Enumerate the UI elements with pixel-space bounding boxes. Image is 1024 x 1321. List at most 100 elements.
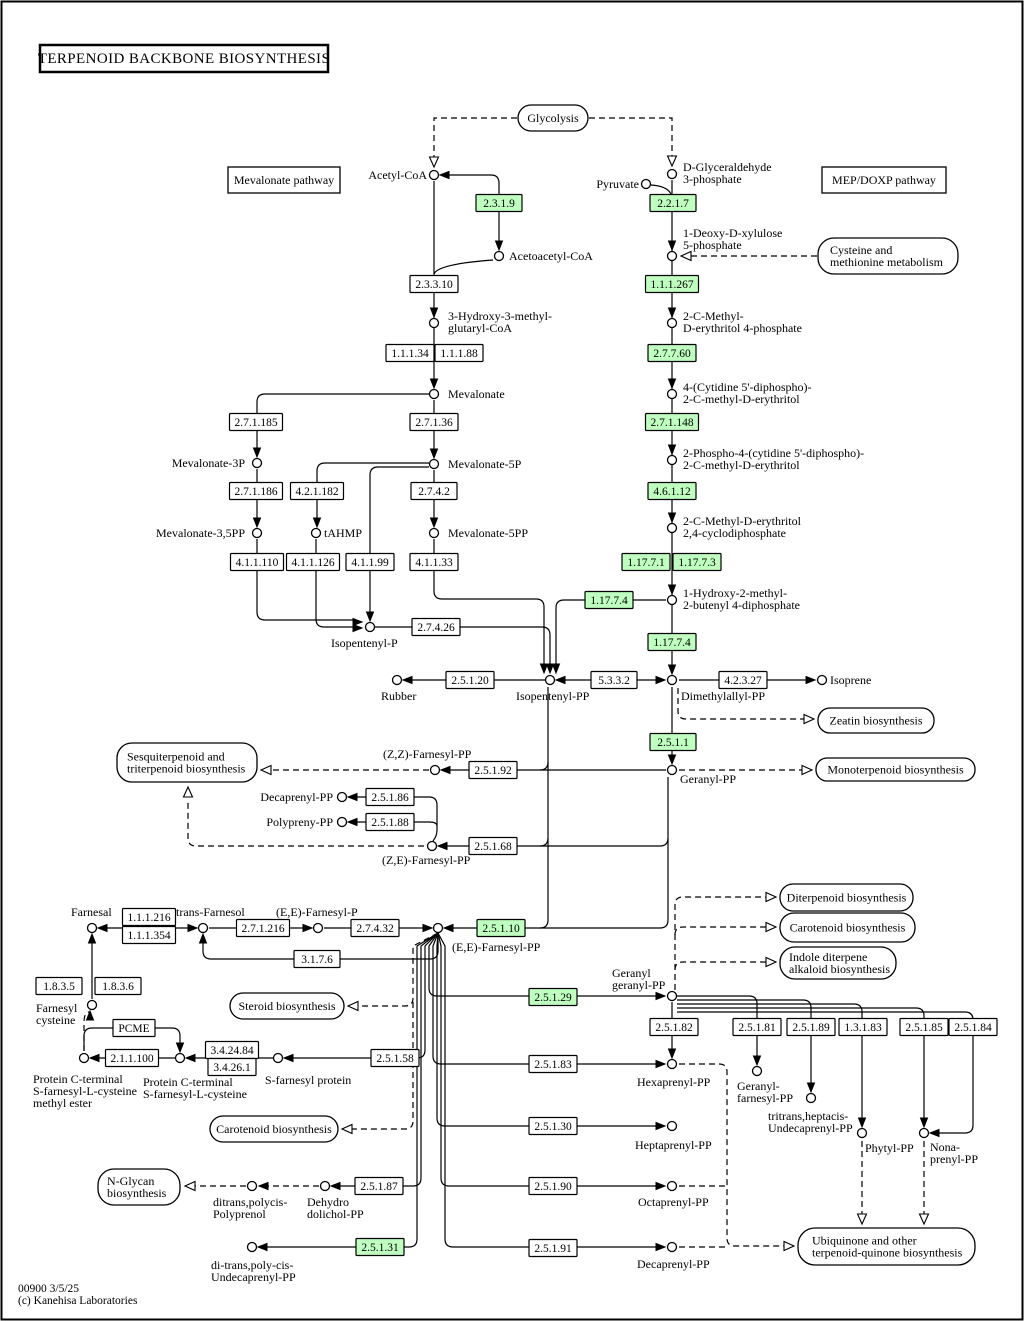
- enzyme-rect-2.7.1.216[interactable]: [235, 918, 291, 938]
- compound-hexaprenyl-pp[interactable]: [666, 1058, 678, 1070]
- enzyme-rect-2.3.3.10[interactable]: [409, 274, 459, 294]
- enzyme-box-2.5.1.91-54[interactable]: 2.5.1.91: [528, 1238, 578, 1258]
- enzyme-rect-2.7.1.148[interactable]: [644, 412, 700, 432]
- enzyme-box-2.5.1.1-26[interactable]: 2.5.1.1: [649, 732, 697, 752]
- compound-methyl-erythritol-4-phosphate[interactable]: [666, 317, 678, 329]
- compound-s-farnesyl-protein[interactable]: [272, 1052, 284, 1064]
- compound-acetoacetyl-coa[interactable]: [493, 250, 505, 262]
- enzyme-box-2.5.1.85-49[interactable]: 2.5.1.85: [899, 1017, 949, 1037]
- compound-deoxy-xylulose-5-phosphate[interactable]: [666, 250, 678, 262]
- compound-decaprenyl-pp[interactable]: [666, 1241, 678, 1253]
- enzyme-box-2.5.1.90-53[interactable]: 2.5.1.90: [528, 1176, 578, 1196]
- enzyme-rect-2.3.1.9[interactable]: [475, 193, 523, 213]
- enzyme-rect-3.4.26.1[interactable]: [207, 1057, 257, 1077]
- compound-di-trans-poly-cis-undecaprenyl-pp[interactable]: [246, 1241, 258, 1253]
- enzyme-box-4.1.1.33-19[interactable]: 4.1.1.33: [409, 552, 459, 572]
- pathway-link-rect-carotenoid-biosynthesis-mid[interactable]: [209, 1115, 339, 1143]
- compound-hmg-coa[interactable]: [428, 317, 440, 329]
- enzyme-box-2.5.1.58-44[interactable]: 2.5.1.58: [370, 1048, 420, 1068]
- enzyme-rect-2.5.1.85[interactable]: [899, 1017, 949, 1037]
- enzyme-rect-1.3.1.83[interactable]: [838, 1017, 888, 1037]
- enzyme-rect-1.1.1.216[interactable]: [121, 907, 177, 927]
- enzyme-rect-2.5.1.89[interactable]: [786, 1017, 836, 1037]
- enzyme-rect-1.1.1.354[interactable]: [121, 925, 177, 945]
- compound-d-glyceraldehyde-3-phosphate[interactable]: [666, 168, 678, 180]
- enzyme-box-2.7.1.148-9[interactable]: 2.7.1.148: [644, 412, 700, 432]
- enzyme-box-1.17.7.4-22[interactable]: 1.17.7.4: [647, 632, 697, 652]
- enzyme-rect-2.5.1.10[interactable]: [476, 918, 526, 938]
- enzyme-box-2.5.1.30-52[interactable]: 2.5.1.30: [528, 1116, 578, 1136]
- pathway-link-rect-diterpenoid-biosynthesis[interactable]: [779, 883, 914, 912]
- compound-heptaprenyl-pp[interactable]: [666, 1120, 678, 1132]
- enzyme-box-2.7.1.36-8[interactable]: 2.7.1.36: [409, 412, 459, 432]
- compound-mevalonate-5p[interactable]: [428, 458, 440, 470]
- enzyme-box-2.5.1.86-28[interactable]: 2.5.1.86: [365, 787, 415, 807]
- enzyme-rect-2.5.1.20[interactable]: [445, 670, 495, 690]
- enzyme-rect-4.2.1.182[interactable]: [289, 481, 345, 501]
- compound-geranyl-pp[interactable]: [666, 764, 678, 776]
- enzyme-box-2.5.1.81-46[interactable]: 2.5.1.81: [732, 1017, 782, 1037]
- pathway-link-rect-sesquiterpenoid-triterpenoid-biosynthesis[interactable]: [116, 742, 258, 783]
- enzyme-rect-2.5.1.1[interactable]: [649, 732, 697, 752]
- enzyme-box-2.5.1.87-55[interactable]: 2.5.1.87: [354, 1176, 404, 1196]
- enzyme-rect-2.5.1.83[interactable]: [528, 1054, 578, 1074]
- compound-protein-methyl-ester[interactable]: [78, 1052, 90, 1064]
- compound-ditrans-polycis-polyprenol[interactable]: [246, 1180, 258, 1192]
- enzyme-rect-3.1.7.6[interactable]: [293, 949, 341, 969]
- compound-hmbpp[interactable]: [666, 594, 678, 606]
- compound-protein-s-farnesyl-cysteine[interactable]: [174, 1052, 186, 1064]
- compound-polypreny-pp[interactable]: [336, 816, 348, 828]
- enzyme-rect-2.5.1.86[interactable]: [365, 787, 415, 807]
- enzyme-box-2.3.3.10-2[interactable]: 2.3.3.10: [409, 274, 459, 294]
- pathway-link-rect-zeatin-biosynthesis[interactable]: [817, 707, 935, 734]
- enzyme-box-2.1.1.100-41[interactable]: 2.1.1.100: [104, 1048, 160, 1068]
- enzyme-rect-1.1.1.34[interactable]: [385, 343, 435, 363]
- enzyme-rect-2.7.4.2[interactable]: [410, 481, 458, 501]
- enzyme-rect-2.7.1.186[interactable]: [228, 481, 284, 501]
- compound-rubber[interactable]: [391, 674, 403, 686]
- compound-dehydro-dolichol-pp[interactable]: [319, 1180, 331, 1192]
- pathway-link-monoterpenoid-biosynthesis[interactable]: Monoterpenoid biosynthesis: [815, 757, 976, 782]
- compound-pyruvate[interactable]: [640, 178, 652, 190]
- enzyme-box-4.1.1.99-18[interactable]: 4.1.1.99: [345, 552, 395, 572]
- compound-farnesal[interactable]: [86, 922, 98, 934]
- enzyme-box-2.7.4.26-21[interactable]: 2.7.4.26: [411, 617, 461, 637]
- enzyme-box-1.1.1.354-32[interactable]: 1.1.1.354: [121, 925, 177, 945]
- pathway-link-carotenoid-biosynthesis-right[interactable]: Carotenoid biosynthesis: [779, 912, 916, 943]
- enzyme-box-2.3.1.9-0[interactable]: 2.3.1.9: [475, 193, 523, 213]
- enzyme-box-2.7.7.60-6[interactable]: 2.7.7.60: [647, 343, 697, 363]
- enzyme-box-4.1.1.110-16[interactable]: 4.1.1.110: [229, 552, 285, 572]
- enzyme-box-2.5.1.82-45[interactable]: 2.5.1.82: [649, 1017, 699, 1037]
- compound-geranyl-farnesyl-pp[interactable]: [751, 1065, 763, 1077]
- enzyme-box-1.8.3.6-38[interactable]: 1.8.3.6: [94, 976, 142, 996]
- enzyme-box-1.8.3.5-37[interactable]: 1.8.3.5: [35, 976, 83, 996]
- enzyme-rect-4.2.3.27[interactable]: [718, 670, 768, 690]
- enzyme-rect-1.17.7.4[interactable]: [584, 590, 634, 610]
- enzyme-rect-2.7.4.32[interactable]: [350, 918, 400, 938]
- enzyme-rect-PCME[interactable]: [112, 1018, 156, 1038]
- compound-ee-farnesyl-p[interactable]: [312, 922, 324, 934]
- enzyme-rect-2.5.1.30[interactable]: [528, 1116, 578, 1136]
- enzyme-box-4.2.1.182-11[interactable]: 4.2.1.182: [289, 481, 345, 501]
- enzyme-box-1.1.1.88-5[interactable]: 1.1.1.88: [434, 343, 484, 363]
- enzyme-rect-4.1.1.33[interactable]: [409, 552, 459, 572]
- enzyme-rect-2.5.1.91[interactable]: [528, 1238, 578, 1258]
- enzyme-rect-2.2.1.7[interactable]: [649, 193, 697, 213]
- compound-ze-farnesyl-pp[interactable]: [426, 840, 438, 852]
- enzyme-box-2.7.4.2-12[interactable]: 2.7.4.2: [410, 481, 458, 501]
- compound-mevalonate[interactable]: [428, 388, 440, 400]
- enzyme-box-1.17.7.4-20[interactable]: 1.17.7.4: [584, 590, 634, 610]
- enzyme-rect-4.1.1.126[interactable]: [285, 552, 341, 572]
- enzyme-box-3.4.26.1-43[interactable]: 3.4.26.1: [207, 1057, 257, 1077]
- compound-decaprenyl-pp-left[interactable]: [336, 791, 348, 803]
- pathway-link-steroid-biosynthesis[interactable]: Steroid biosynthesis: [229, 992, 345, 1020]
- enzyme-box-1.17.7.3-15[interactable]: 1.17.7.3: [672, 552, 722, 572]
- enzyme-box-5.3.3.2-24[interactable]: 5.3.3.2: [590, 670, 638, 690]
- enzyme-rect-2.5.1.68[interactable]: [468, 836, 518, 856]
- compound-zz-farnesyl-pp[interactable]: [429, 764, 441, 776]
- enzyme-box-1.1.1.267-3[interactable]: 1.1.1.267: [644, 274, 700, 294]
- enzyme-rect-4.6.1.12[interactable]: [647, 481, 697, 501]
